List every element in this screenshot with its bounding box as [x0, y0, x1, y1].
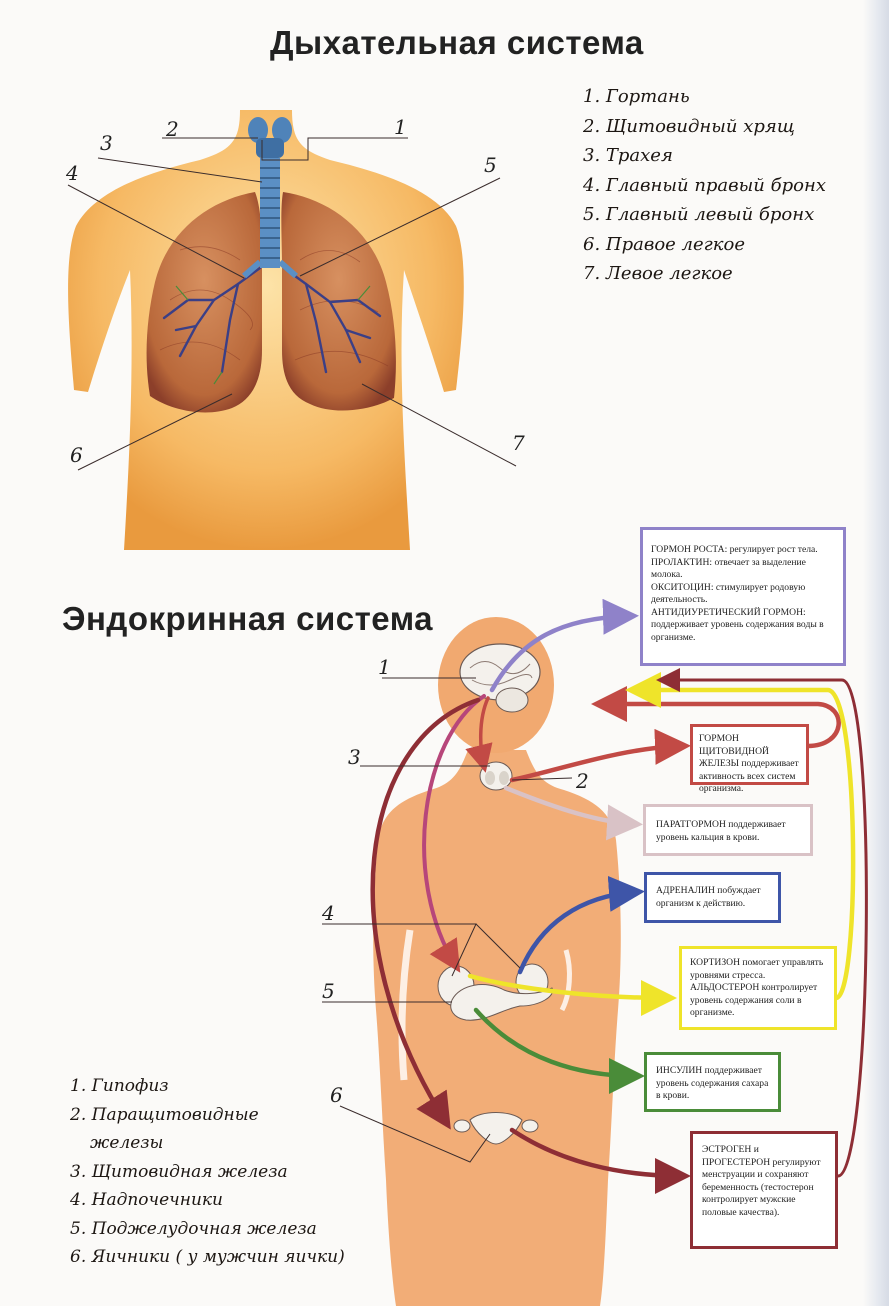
- callout-1: 1: [394, 115, 407, 139]
- torso-shape: [68, 110, 464, 550]
- arm-gap-left: [398, 929, 414, 1081]
- legend-item-trachea: 3. Трахея: [583, 145, 673, 166]
- right-lung: [146, 192, 262, 413]
- legend-item-thyroid-cartilage: 2. Щитовидный хрящ: [583, 115, 795, 137]
- hormone-box-insulin: ИНСУЛИН поддерживает уровень содержания …: [644, 1052, 781, 1112]
- callout-2: 2: [165, 117, 179, 141]
- hormone-adrenaline: АДРЕНАЛИН побуждает организм к действию.: [656, 885, 761, 909]
- feedback-estrogen: [656, 668, 868, 1178]
- respiratory-legend: 1. Гортань 2. Щитовидный хрящ 3. Трахея …: [583, 82, 826, 289]
- respiratory-leader-lines: [67, 137, 517, 471]
- hormone-parathyroid: ПАРАТГОРМОН поддерживает уровень кальция…: [656, 819, 786, 843]
- callout-7: 7: [512, 431, 525, 455]
- hormone-box-pituitary: ГОРМОН РОСТА: регулирует рост тела. ПРОЛ…: [640, 527, 846, 666]
- arrow-pituitary-ovaries: [370, 697, 481, 1130]
- callout-6: 6: [70, 443, 83, 467]
- hormone-box-estrogen: ЭСТРОГЕН и ПРОГЕСТЕРОН регулируют менстр…: [690, 1131, 838, 1249]
- endo-callout-5: 5: [322, 979, 335, 1003]
- respiratory-title: Дыхательная система: [270, 24, 644, 61]
- endocrine-title: Эндокринная система: [62, 600, 434, 637]
- feedback-cortisone: [625, 672, 856, 1001]
- arrow-thyroid: [509, 728, 691, 783]
- legend-item-right-bronchus: 4. Главный правый бронх: [583, 174, 826, 196]
- arrow-cortisone: [467, 973, 677, 1016]
- hormone-cortisone: КОРТИЗОН помогает управлять уровнями стр…: [690, 957, 824, 981]
- feedback-thyroid: [591, 686, 841, 749]
- page-edge: [863, 0, 889, 1306]
- respiratory-callouts: 1 2 3 4 5 6 7: [65, 115, 525, 467]
- hormone-aldosterone: АЛЬДОСТЕРОН контролирует уровень содержа…: [690, 982, 818, 1018]
- hormone-growth: ГОРМОН РОСТА: регулирует рост тела.: [651, 544, 818, 555]
- endocrine-callouts: 1 2 3 4 5 6: [321, 655, 589, 1107]
- hormone-box-adrenaline: АДРЕНАЛИН побуждает организм к действию.: [644, 872, 781, 923]
- endo-callout-4: 4: [321, 901, 335, 925]
- hormone-box-parathyroid: ПАРАТГОРМОН поддерживает уровень кальция…: [643, 804, 813, 856]
- hormone-progesterone: ПРОГЕСТЕРОН регулируют менструации и сох…: [702, 1156, 821, 1218]
- arrow-growth: [489, 598, 639, 693]
- hormone-thyroid: ГОРМОН ЩИТОВИДНОЙ ЖЕЛЕЗЫ поддерживает ак…: [699, 733, 799, 794]
- bronchial-twigs: [175, 285, 371, 385]
- bronchial-tree: [162, 266, 382, 374]
- hormone-estrogen: ЭСТРОГЕН и: [702, 1144, 759, 1155]
- hormone-insulin: ИНСУЛИН поддерживает уровень содержания …: [656, 1065, 769, 1101]
- trachea: [242, 158, 298, 279]
- legend-item-thyroid: 3. Щитовидная железа: [70, 1161, 288, 1182]
- arrow-insulin: [473, 1007, 645, 1094]
- hormone-oxytocin: ОКСИТОЦИН: стимулирует родовую деятельно…: [651, 581, 806, 606]
- arm-gap-right: [559, 949, 572, 1012]
- hormone-prolactin: ПРОЛАКТИН: отвечает за выделение молока.: [651, 556, 806, 581]
- legend-item-ovaries: 6. Яичники ( у мужчин яички): [70, 1247, 345, 1267]
- hormone-box-cortisone: КОРТИЗОН помогает управлять уровнями стр…: [679, 946, 837, 1030]
- endo-callout-2: 2: [575, 769, 589, 793]
- callout-3: 3: [100, 131, 113, 155]
- hormone-antidiuretic: АНТИДИУРЕТИЧЕСКИЙ ГОРМОН: поддерживает у…: [651, 606, 824, 643]
- larynx: [248, 117, 292, 158]
- hormone-arrows: [370, 598, 868, 1194]
- arrow-parathyroid: [503, 785, 643, 841]
- legend-item-adrenals: 4. Надпочечники: [70, 1190, 223, 1210]
- legend-item-right-lung: 6. Правое легкое: [583, 233, 745, 255]
- brain: [459, 643, 541, 713]
- arrow-pituitary-adrenals: [422, 694, 486, 973]
- callout-4: 4: [65, 161, 79, 185]
- callout-5: 5: [484, 153, 497, 177]
- ovaries: [453, 1112, 539, 1145]
- hormone-box-thyroid: ГОРМОН ЩИТОВИДНОЙ ЖЕЛЕЗЫ поддерживает ак…: [690, 724, 809, 794]
- legend-item-left-lung: 7. Левое легкое: [583, 263, 733, 284]
- endocrine-legend: 1. Гипофиз 2. Паращитовидные железы 3. Щ…: [70, 1072, 345, 1272]
- legend-item-pancreas: 5. Поджелудочная железа: [70, 1218, 317, 1239]
- endocrine-leader-lines: [322, 677, 573, 1163]
- legend-item-left-bronchus: 5. Главный левый бронх: [583, 204, 815, 225]
- endo-callout-1: 1: [378, 655, 391, 679]
- arrow-pituitary-thyroid: [465, 696, 493, 773]
- arrow-estrogen: [509, 1127, 691, 1194]
- lung-texture: [159, 246, 389, 367]
- endo-callout-3: 3: [348, 745, 361, 769]
- legend-item-larynx: 1. Гортань: [583, 86, 690, 107]
- legend-item-parathyroid-cont: железы: [90, 1133, 164, 1153]
- legend-item-parathyroid: 2. Паращитовидные: [70, 1104, 259, 1125]
- arrow-adrenaline: [517, 875, 645, 975]
- legend-item-pituitary: 1. Гипофиз: [70, 1076, 169, 1096]
- endo-callout-6: 6: [330, 1083, 343, 1107]
